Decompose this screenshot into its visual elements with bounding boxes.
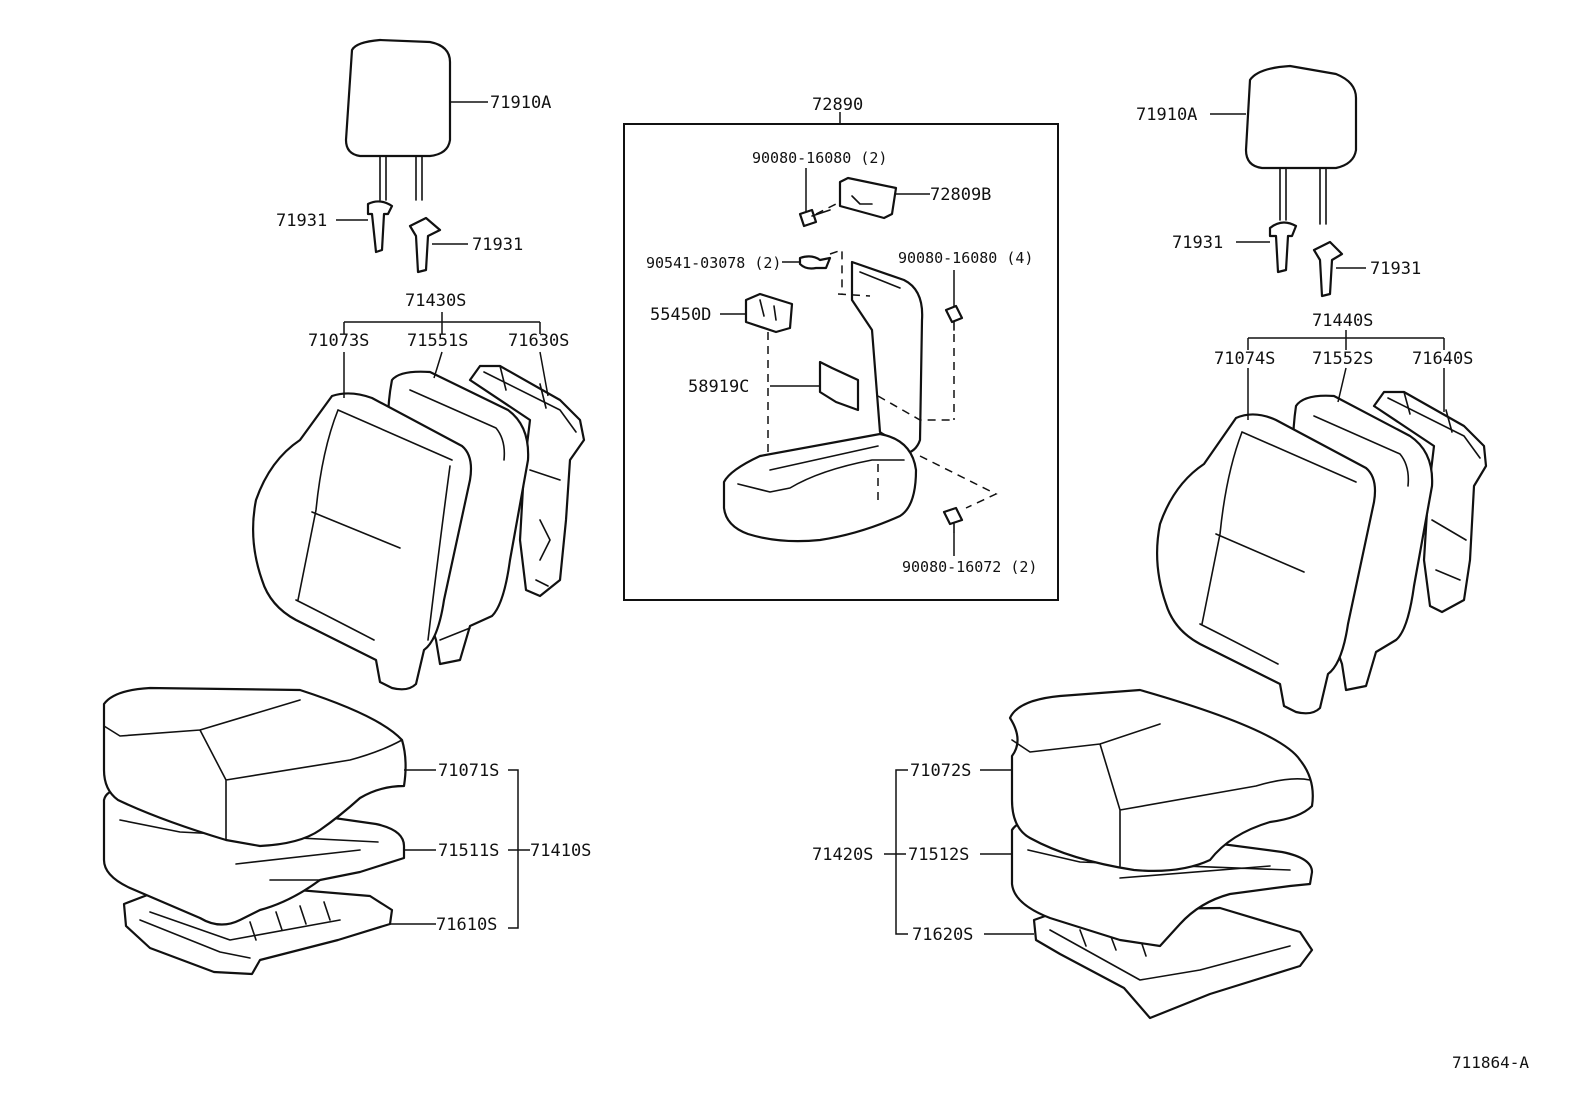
armrest-lid[interactable] [850,260,924,456]
right-seat-group [884,64,1488,1020]
label-left-back-assy: 71430S [405,291,466,311]
label-bracket: 72809B [930,185,991,205]
right-headrest[interactable] [1244,64,1358,225]
label-right-cushion-cover: 71072S [910,761,971,781]
right-cushion-cover[interactable] [1008,688,1314,872]
label-left-headrest: 71910A [490,93,551,113]
label-left-cushion-cover: 71071S [438,761,499,781]
label-clip: 90541-03078 (2) [646,254,781,272]
label-left-cushion-assy: 71410S [530,841,591,861]
label-right-cushion-frame: 71620S [912,925,973,945]
bracket-left-back-assy [343,312,541,334]
armrest-box-body[interactable] [722,432,918,543]
dash-lid [837,293,954,421]
label-switch: 55450D [650,305,711,325]
label-left-back-frame: 71630S [508,331,569,351]
right-back-cover[interactable] [1156,413,1377,715]
left-back-cover[interactable] [252,392,473,691]
left-headrest-support-b[interactable] [408,216,442,274]
bracket-right-cushion-assy [884,769,908,935]
screw-right[interactable] [944,304,964,331]
left-headrest[interactable] [344,38,452,201]
label-right-cushion-pad: 71512S [908,845,969,865]
label-left-cushion-frame: 71610S [436,915,497,935]
clip[interactable] [798,255,832,270]
label-right-back-cover: 71074S [1214,349,1275,369]
armrest-box-group [623,112,1059,601]
label-right-support-b: 71931 [1370,259,1421,279]
label-plate: 58919C [688,377,749,397]
label-left-support-a: 71931 [276,211,327,231]
label-right-back-frame: 71640S [1412,349,1473,369]
label-right-support-a: 71931 [1172,233,1223,253]
dash-screw-top [815,199,845,215]
bracket-72809B[interactable] [838,176,898,220]
label-screw-bottom: 90080-16072 (2) [902,558,1037,576]
dash-box [877,455,998,509]
bracket-left-cushion-assy [508,769,530,929]
leaders-left-cushion [390,769,436,925]
label-screw-top: 90080-16080 (2) [752,149,887,167]
leaders-left-back [343,351,549,398]
right-headrest-support-a[interactable] [1268,221,1298,274]
label-right-back-assy: 71440S [1312,311,1373,331]
left-headrest-support-a[interactable] [366,200,394,254]
screw-top[interactable] [798,208,831,228]
left-seat-group [102,38,586,976]
dash-clip [829,248,843,294]
switch-55450D[interactable] [744,292,794,334]
label-armrest-assy: 72890 [812,95,863,115]
label-screw-right: 90080-16080 (4) [898,249,1033,267]
screw-bottom[interactable] [942,506,964,533]
label-right-cushion-assy: 71420S [812,845,873,865]
leaders-right-back [1247,367,1445,420]
label-left-support-b: 71931 [472,235,523,255]
label-left-back-cover: 71073S [308,331,369,351]
diagram-code: 711864-A [1452,1053,1529,1072]
armrest-box-frame [623,123,1059,601]
bracket-right-back-assy [1247,330,1445,350]
right-headrest-support-b[interactable] [1312,240,1344,298]
label-right-back-pad: 71552S [1312,349,1373,369]
label-left-back-pad: 71551S [407,331,468,351]
leaders-right-cushion [980,769,1034,935]
left-cushion-cover[interactable] [102,686,407,848]
label-right-headrest: 71910A [1136,105,1197,125]
plate-58919C[interactable] [818,360,860,412]
label-left-cushion-pad: 71511S [438,841,499,861]
